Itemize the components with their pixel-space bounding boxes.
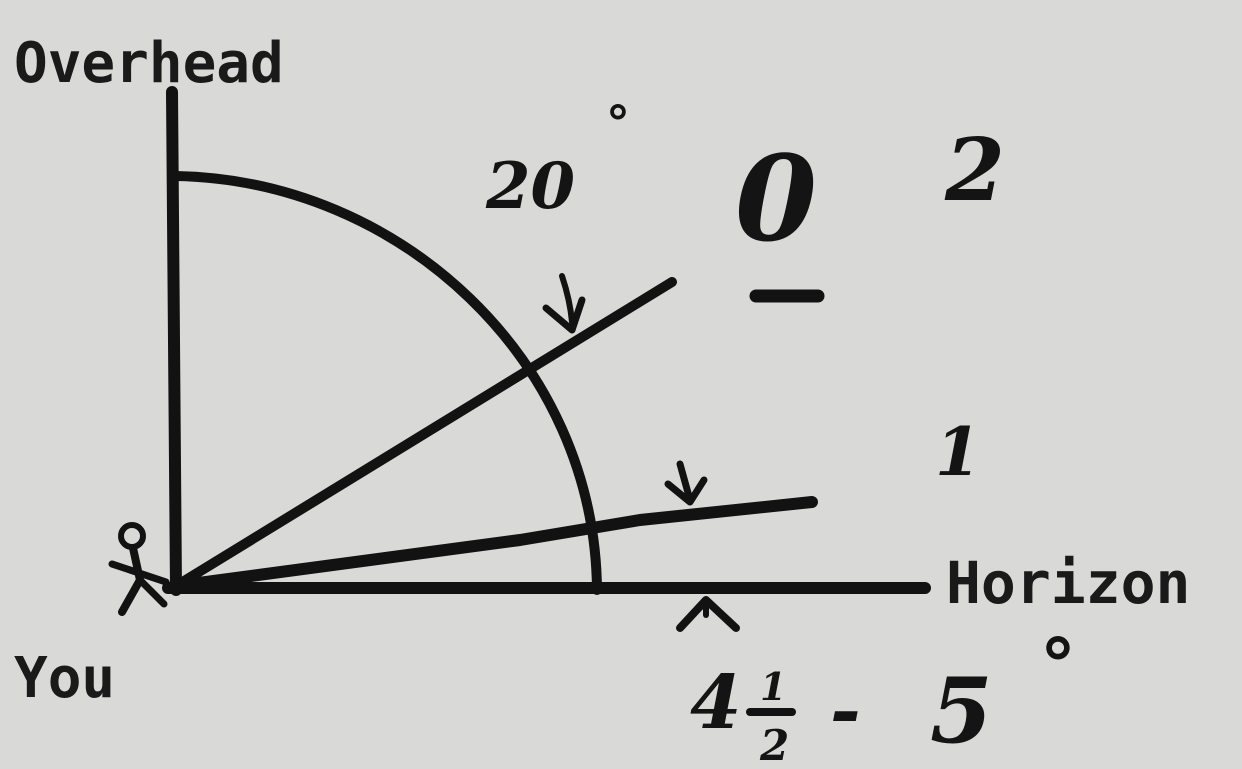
upper-angle-line	[171, 277, 677, 591]
upper-angle-value: 20	[485, 149, 575, 224]
lower-angle-dash: -	[830, 668, 861, 754]
lower-arrow-icon	[664, 460, 708, 506]
person-icon	[108, 522, 170, 616]
mark-two: 2	[944, 120, 1005, 221]
overhead-label: Overhead	[14, 31, 284, 96]
mark-one: 1	[935, 413, 981, 491]
horizon-arrow-icon	[676, 596, 740, 632]
upper-degree-mark: °	[606, 96, 630, 152]
quarter-arc	[171, 171, 602, 595]
lower-angle-numerator: 1	[760, 664, 786, 709]
horizon-label: Horizon	[946, 549, 1190, 617]
lower-angle-label: 4 1 2 - 5 °	[690, 622, 1076, 769]
upper-arrow-icon	[542, 273, 586, 334]
mark-zero: 0	[735, 129, 817, 268]
lower-angle-denominator: 2	[759, 721, 789, 769]
lower-angle-whole: 4	[690, 660, 742, 746]
lower-degree-mark: °	[1040, 622, 1076, 707]
you-label: You	[14, 646, 115, 711]
lower-angle-end: 5	[930, 658, 993, 764]
lower-angle-line	[170, 496, 818, 592]
vertical-axis	[166, 86, 182, 596]
